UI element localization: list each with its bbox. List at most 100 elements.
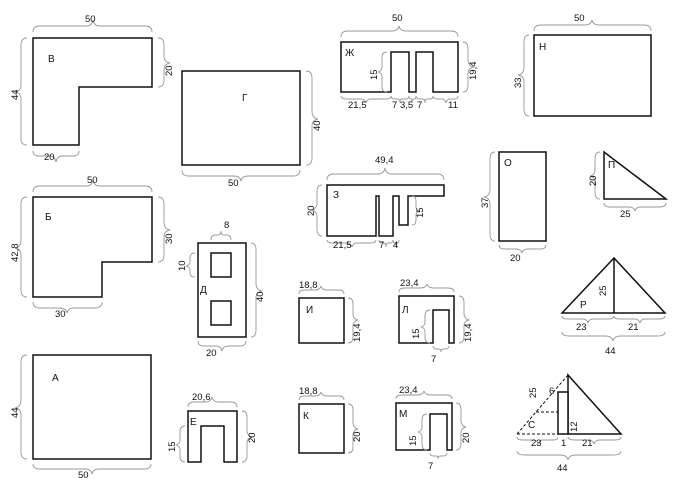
figure-v-bottom-brace xyxy=(32,150,80,163)
figure-m: М 23,4 15 20 7 xyxy=(395,385,472,472)
figure-r: Р 25 23 21 44 xyxy=(560,256,667,357)
figure-z-label: З xyxy=(333,190,339,201)
figure-k-top-dim: 18,8 xyxy=(299,386,318,397)
figure-b: Б 50 42,8 30 30 xyxy=(10,175,175,320)
figure-l: Л 23,4 15 19,4 7 xyxy=(398,278,474,365)
figure-d-top-brace xyxy=(210,230,232,241)
figure-l-gap-brace xyxy=(432,345,450,353)
figure-s-inner-dim: 6 xyxy=(549,386,554,397)
figure-m-gap-dim: 7 xyxy=(428,461,433,472)
figure-v-right-brace xyxy=(157,37,171,88)
figure-i: И 18,8 19,4 xyxy=(298,280,363,344)
figure-i-right-brace xyxy=(347,297,359,344)
figure-b-shape xyxy=(32,196,153,298)
figure-r-height-dim: 25 xyxy=(598,285,609,296)
figure-n-label: Н xyxy=(539,42,546,53)
figure-o: О 37 20 xyxy=(480,151,547,264)
figure-s-total-brace xyxy=(516,450,622,461)
figure-s: С 25 6 12 23 1 21 44 xyxy=(516,373,623,474)
figure-z-seg1-brace xyxy=(326,239,377,248)
figure-g-bottom-brace xyxy=(181,169,301,182)
figure-o-left-brace xyxy=(483,151,496,242)
figure-e-left-dim: 15 xyxy=(167,441,178,452)
figure-d-window-top xyxy=(210,252,232,278)
figure-zh-seg2-brace xyxy=(390,95,410,104)
figure-m-shape xyxy=(395,402,453,451)
figure-zh-inner-brace xyxy=(377,51,388,93)
figure-d-top-dim: 8 xyxy=(224,220,229,231)
figure-zh-right-brace xyxy=(462,41,475,93)
figure-p-left-dim: 20 xyxy=(588,175,599,186)
figure-zh-seg4-dim: 7 xyxy=(417,100,422,111)
figure-zh: Ж 50 15 19,4 21,5 7 3,5 7 11 xyxy=(340,13,479,111)
figure-e-right-brace xyxy=(241,410,254,463)
figure-b-left-brace xyxy=(14,196,28,298)
figure-d-window-bottom xyxy=(210,300,232,326)
figure-v-label: В xyxy=(48,54,55,65)
figure-b-top-brace xyxy=(32,179,153,193)
figure-r-total-brace xyxy=(561,331,666,342)
figure-d-left-dim: 10 xyxy=(177,260,188,271)
figure-r-total-dim: 44 xyxy=(605,346,616,357)
figure-z-seg3-dim: 4 xyxy=(393,240,398,251)
figure-zh-shape xyxy=(340,41,459,93)
figure-p-label: П xyxy=(608,160,615,171)
figure-k-top-brace xyxy=(298,391,345,401)
figure-zh-top-dim: 50 xyxy=(392,13,403,24)
figure-g-bottom-dim: 50 xyxy=(228,178,239,189)
figure-e-right-dim: 20 xyxy=(247,432,258,443)
figure-z-top-dim: 49,4 xyxy=(375,155,394,166)
figure-m-inner-dim: 15 xyxy=(408,435,419,446)
figure-d-bottom-dim: 20 xyxy=(206,348,217,359)
figure-i-label: И xyxy=(306,305,313,316)
figure-i-right-dim: 19,4 xyxy=(352,324,363,343)
figure-p-bottom-brace xyxy=(603,202,667,212)
figure-g-shape xyxy=(181,70,301,166)
figure-s-label: С xyxy=(528,420,535,431)
figure-z-seg2-brace xyxy=(378,239,394,248)
figure-n-top-dim: 50 xyxy=(574,13,585,24)
figure-s-right-brace xyxy=(567,436,622,445)
figure-d-bottom-brace xyxy=(197,340,247,352)
figure-r-label: Р xyxy=(580,300,587,311)
figure-z-seg2-dim: 7 xyxy=(379,240,384,251)
figure-b-right-dim: 30 xyxy=(164,233,175,244)
figure-n: Н 50 33 xyxy=(513,13,652,117)
figure-l-gap-dim: 7 xyxy=(431,354,436,365)
figure-zh-right-dim: 19,4 xyxy=(468,62,479,81)
figure-s-total-dim: 44 xyxy=(557,463,568,474)
figure-zh-seg4-brace xyxy=(415,95,434,104)
figure-a-left-brace xyxy=(14,354,28,460)
figure-s-inner-rect xyxy=(557,391,569,435)
figure-l-top-dim: 23,4 xyxy=(400,278,419,289)
figure-b-left-dim: 42,8 xyxy=(10,244,21,263)
figure-o-left-dim: 37 xyxy=(480,197,491,208)
figure-n-left-brace xyxy=(517,34,530,117)
figure-k-right-brace xyxy=(347,403,359,454)
figure-s-height-dim: 25 xyxy=(528,387,539,398)
figure-b-top-dim: 50 xyxy=(87,175,98,186)
figure-o-shape xyxy=(498,151,547,242)
figure-e: Е 20,6 15 20 xyxy=(167,392,258,463)
figure-l-shape xyxy=(398,295,455,344)
figure-e-shape xyxy=(187,410,238,463)
figure-a-bottom-brace xyxy=(32,463,152,475)
figure-n-top-brace xyxy=(533,19,652,32)
figure-z-inner-dim: 15 xyxy=(415,207,426,218)
figure-d-label: Д xyxy=(200,285,207,296)
figure-s-dashed-side xyxy=(516,374,569,435)
figure-l-inner-brace xyxy=(420,309,431,344)
figure-b-label: Б xyxy=(45,212,52,223)
figure-zh-seg5-brace xyxy=(432,95,459,104)
figure-k-label: К xyxy=(303,411,309,422)
figure-r-right-brace xyxy=(613,315,666,324)
figure-zh-seg5-dim: 11 xyxy=(448,100,458,111)
figure-zh-seg2-dim: 7 xyxy=(392,100,397,111)
figure-b-right-brace xyxy=(157,196,171,263)
figure-d: Д 8 10 40 20 xyxy=(177,220,266,359)
figure-z-left-dim: 20 xyxy=(306,205,317,216)
figure-zh-top-brace xyxy=(340,25,459,38)
figure-a-bottom-dim: 50 xyxy=(78,470,89,481)
figure-m-right-brace xyxy=(455,402,467,451)
